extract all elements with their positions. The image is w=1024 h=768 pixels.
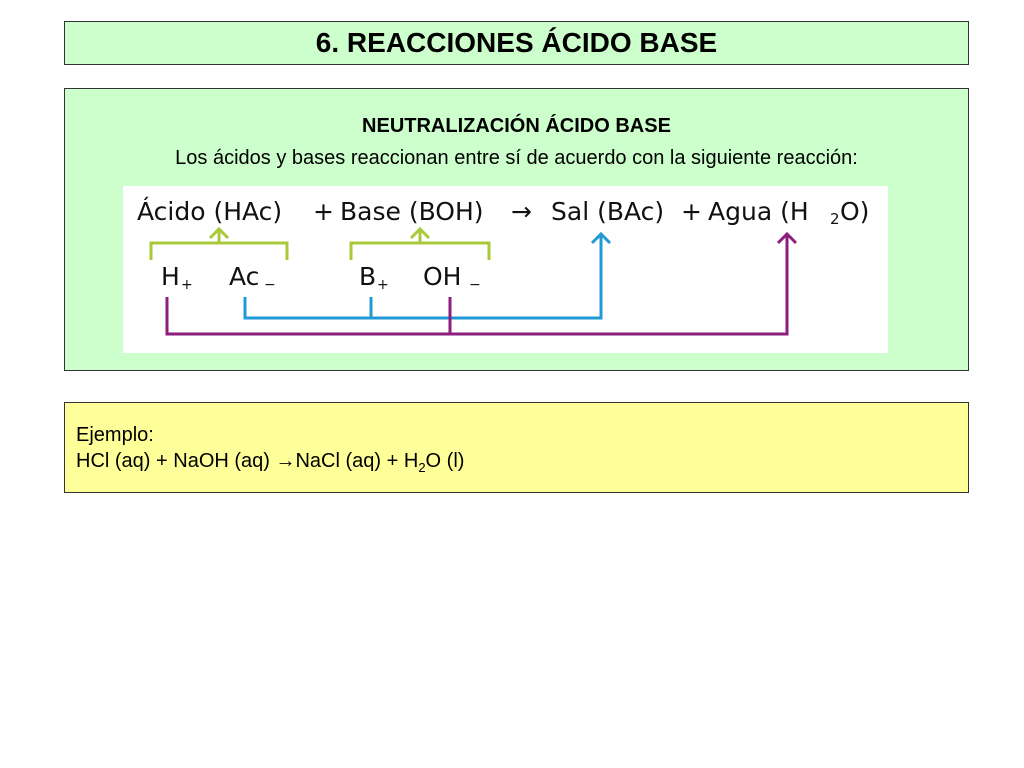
example-equation: HCl (aq) + NaOH (aq) →NaCl (aq) + H2O (l… — [76, 448, 968, 481]
title-box: 6. REACCIONES ÁCIDO BASE — [64, 21, 969, 65]
ion-b-charge: + — [377, 277, 389, 293]
base-bracket — [349, 226, 491, 260]
ion-b: B — [359, 262, 376, 291]
reaction-diagram: Ácido (HAc) + Base (BOH) → Sal (BAc) + A… — [123, 186, 888, 353]
ion-h-charge: + — [181, 277, 193, 293]
acid-bracket — [149, 226, 289, 260]
reaction-diagram-svg: Ácido (HAc) + Base (BOH) → Sal (BAc) + A… — [137, 197, 869, 336]
salt-connector — [243, 231, 612, 320]
eq-acid: Ácido (HAc) — [137, 197, 282, 226]
ion-ac: Ac — [229, 262, 259, 291]
water-connector — [165, 231, 798, 336]
ion-h: H — [161, 262, 180, 291]
section-heading: NEUTRALIZACIÓN ÁCIDO BASE — [362, 115, 671, 137]
ion-oh: OH — [423, 262, 461, 291]
eq-arrow: → — [511, 197, 532, 226]
example-equation-subscript: 2 — [418, 460, 426, 475]
ion-oh-charge: − — [469, 277, 481, 293]
eq-water-prefix: Agua (H — [708, 197, 809, 226]
example-label: Ejemplo: — [76, 424, 154, 446]
eq-salt: Sal (BAc) — [551, 197, 664, 226]
example-equation-main: HCl (aq) + NaOH (aq) →NaCl (aq) + H — [76, 450, 419, 472]
eq-plus-2: + — [681, 197, 702, 226]
eq-plus-1: + — [313, 197, 334, 226]
section-description: Los ácidos y bases reaccionan entre sí d… — [175, 147, 858, 169]
eq-water-suffix: O) — [840, 197, 869, 226]
eq-base: Base (BOH) — [340, 197, 484, 226]
example-equation-end: O (l) — [425, 450, 465, 472]
page-title: 6. REACCIONES ÁCIDO BASE — [315, 27, 718, 58]
eq-water-sub: 2 — [830, 210, 840, 228]
neutralization-box: NEUTRALIZACIÓN ÁCIDO BASE Los ácidos y b… — [64, 88, 969, 371]
ion-ac-charge: − — [264, 277, 276, 293]
example-box: Ejemplo: HCl (aq) + NaOH (aq) →NaCl (aq)… — [64, 402, 969, 493]
